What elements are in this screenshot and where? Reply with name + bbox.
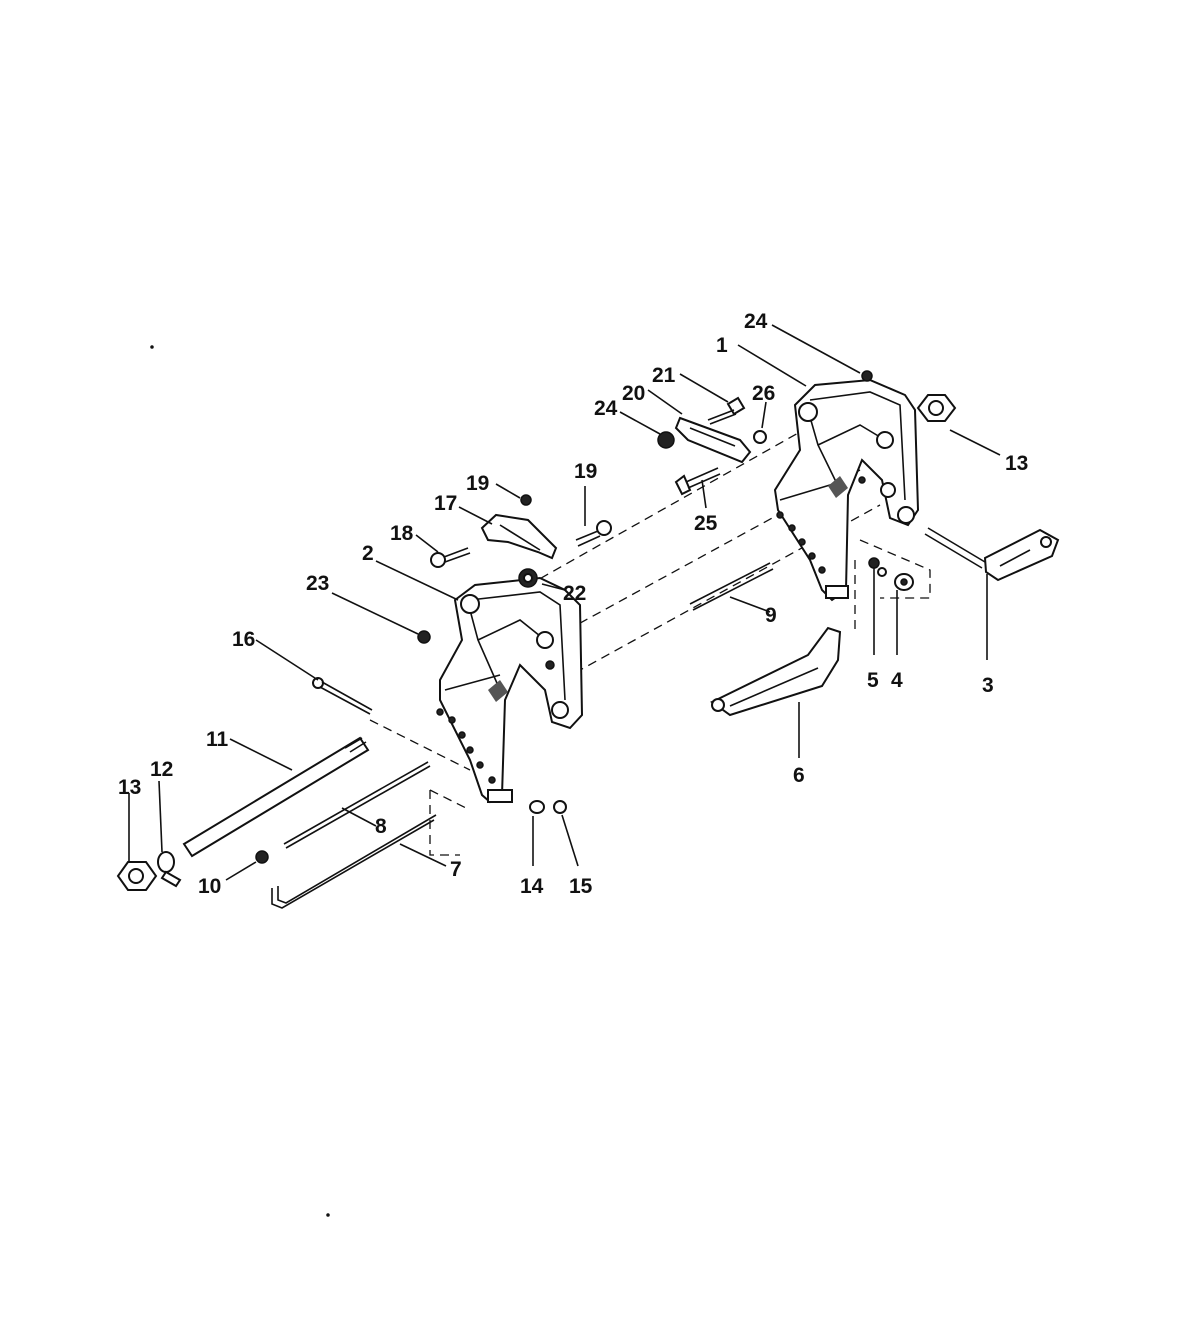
callout-24-lower: 24 (594, 397, 618, 420)
callout-8: 8 (375, 815, 387, 838)
callout-21: 22 (563, 582, 586, 605)
callout-15: 14 (520, 875, 544, 898)
part-21-spring (518, 568, 538, 588)
callout-22: 20 (622, 382, 645, 405)
right-clamp-bracket (773, 378, 920, 602)
callout-26: 26 (752, 382, 775, 405)
callout-24-upper: 24 (744, 310, 768, 333)
callout-17: 17 (434, 492, 457, 515)
part-24-lower-nut (657, 431, 675, 449)
part-20-bolt (575, 520, 612, 547)
callout-5: 5 (867, 669, 879, 692)
callout-20: 19 (574, 460, 597, 483)
callout-25: 25 (694, 512, 718, 535)
part-14-long-bolt (312, 677, 373, 715)
part-5-screw (868, 557, 887, 577)
part-19-upper (520, 494, 532, 506)
part-18-bolt (430, 547, 471, 568)
part-15-washer (529, 800, 545, 814)
callout-14: 16 (232, 628, 255, 651)
left-clamp-bracket (436, 576, 584, 804)
callout-7: 7 (450, 858, 462, 881)
part-3-clamp-screw (924, 527, 1060, 582)
callout-13-right: 13 (1005, 452, 1028, 475)
part-26-nut (753, 430, 767, 444)
callout-3: 3 (982, 674, 994, 697)
scan-speck (150, 345, 154, 349)
part-12-tab-washer (157, 851, 182, 888)
part-11-shaft (182, 736, 370, 858)
part-17-bracket (480, 513, 558, 560)
part-8-rod (283, 761, 431, 849)
callout-1: 1 (716, 334, 728, 357)
callout-10: 10 (198, 875, 221, 898)
callout-2: 2 (362, 542, 374, 565)
callout-4: 4 (891, 669, 903, 692)
callout-16: 15 (569, 875, 593, 898)
part-22-link-plate (674, 416, 752, 464)
callout-11: 11 (206, 728, 229, 751)
callout-labels: 24 1 21 20 26 24 13 19 19 17 25 18 2 22 … (118, 310, 1028, 898)
callout-13-left: 13 (118, 776, 141, 799)
part-16-nut (553, 800, 567, 814)
callout-19-upper: 19 (466, 472, 489, 495)
part-24-upper (861, 370, 873, 382)
part-9-pin (689, 562, 774, 611)
callout-23: 21 (652, 364, 676, 387)
leader-lines (128, 324, 1001, 881)
part-25-bolt (674, 467, 721, 496)
part-4-washer (894, 573, 914, 591)
part-13-right-nut (916, 394, 957, 422)
part-10-ball (255, 850, 269, 864)
callout-12: 12 (150, 758, 173, 781)
part-6-handle (710, 626, 842, 717)
part-7-l-rod (271, 814, 437, 909)
scan-speck (326, 1213, 330, 1217)
part-13-left-nut (116, 861, 158, 891)
part-19-lower (417, 630, 431, 644)
callout-19-lower: 23 (306, 572, 329, 595)
callout-18: 18 (390, 522, 414, 545)
callout-6: 6 (793, 764, 805, 787)
callout-9: 9 (765, 604, 777, 627)
part-23-bolt (707, 396, 746, 425)
